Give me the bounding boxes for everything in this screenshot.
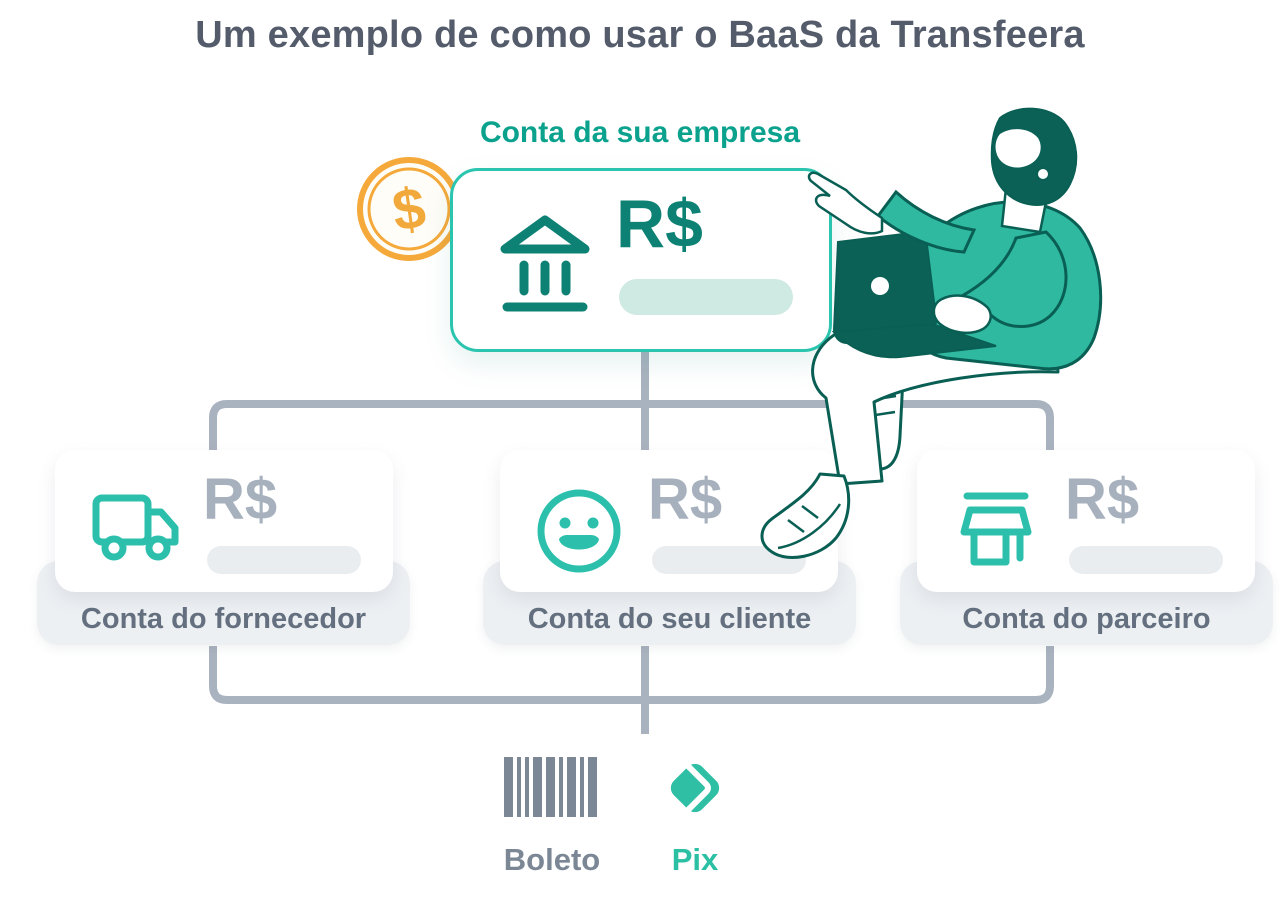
account-card-fornecedor: R$ <box>55 450 393 592</box>
company-account-card: R$ <box>450 168 832 352</box>
account-label: Conta do fornecedor <box>80 603 367 635</box>
boleto-label: Boleto <box>503 842 601 877</box>
account-currency: R$ <box>648 467 723 532</box>
truck-icon <box>92 494 179 561</box>
account-balance-placeholder <box>652 546 806 574</box>
account-currency: R$ <box>1065 467 1140 532</box>
barcode-icon <box>504 757 597 817</box>
bank-icon <box>500 215 590 312</box>
storefront-icon <box>960 492 1032 566</box>
company-account-label: Conta da sua empresa <box>479 116 801 149</box>
account-label: Conta do parceiro <box>962 603 1211 635</box>
account-currency: R$ <box>203 467 278 532</box>
connector-bottom-bracket <box>209 646 1054 704</box>
page-title: Um exemplo de como usar o BaaS da Transf… <box>195 14 1085 56</box>
account-balance-placeholder <box>207 546 361 574</box>
pix-label: Pix <box>671 842 719 877</box>
smiley-icon <box>537 489 621 573</box>
account-card-cliente: R$ <box>500 450 838 592</box>
company-balance-placeholder <box>619 279 793 315</box>
connector-top-bracket <box>209 400 1054 452</box>
account-card-parceiro: R$ <box>917 450 1255 592</box>
account-label: Conta do seu cliente <box>527 603 812 635</box>
dollar-coin-icon: $ <box>357 157 461 261</box>
account-balance-placeholder <box>1069 546 1223 574</box>
pix-icon <box>670 758 720 818</box>
company-currency: R$ <box>616 186 703 262</box>
